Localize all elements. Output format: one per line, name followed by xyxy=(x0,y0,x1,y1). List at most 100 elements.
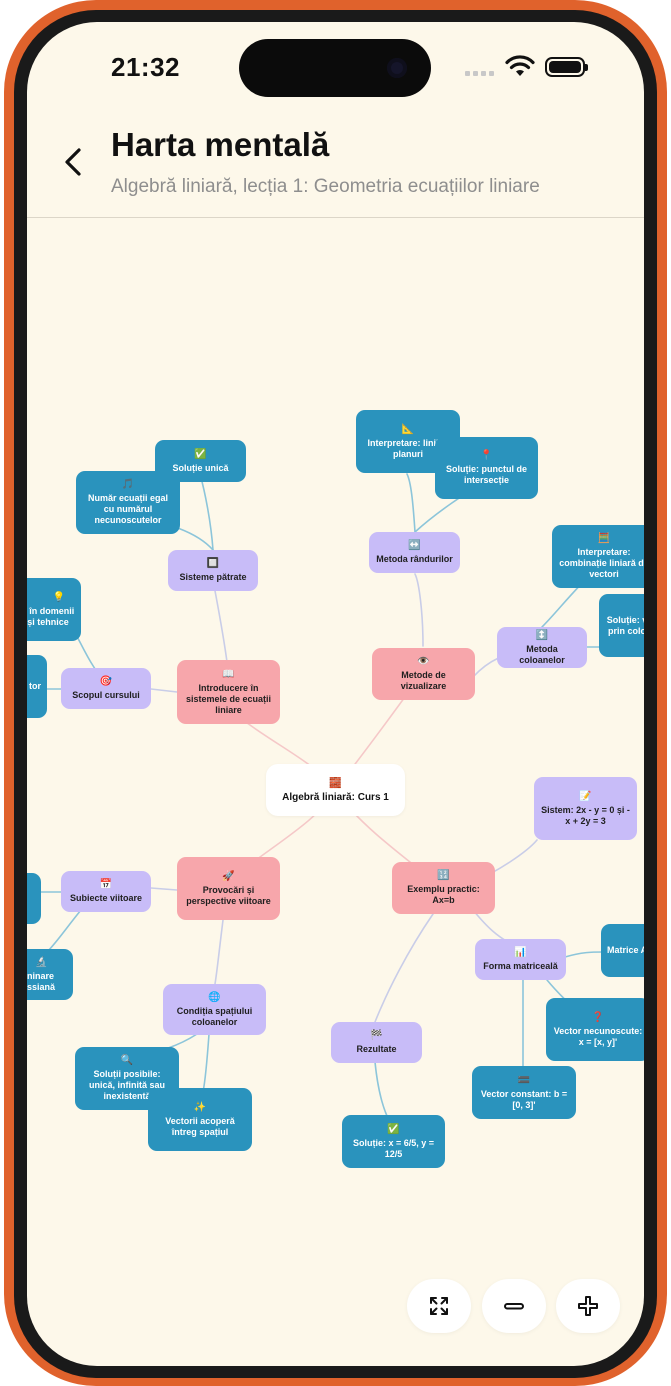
edge-sisteme-solutie xyxy=(199,473,214,551)
node-conditia-spatiului[interactable]: 🌐 Condiția spațiului coloanelor xyxy=(163,984,266,1035)
node-label: Metode de vizualizare xyxy=(400,670,447,691)
node-icon: 🎵 xyxy=(121,479,135,490)
node-label: Algebră liniară: Curs 1 xyxy=(282,791,389,803)
node-label: Metoda coloanelor xyxy=(519,643,565,665)
node-label: Subiecte viitoare xyxy=(69,893,143,903)
expand-icon xyxy=(430,1297,448,1315)
dynamic-island xyxy=(239,39,431,97)
node-icon: 📐 xyxy=(401,423,415,435)
node-label: Vector constant: b = [0, 3]' xyxy=(480,1088,568,1110)
node-icon: ❓ xyxy=(591,1011,605,1023)
node-label: Forma matriceală xyxy=(483,961,558,971)
node-icon: 🧮 xyxy=(597,533,611,544)
node-icon: 🟰 xyxy=(517,1074,531,1086)
node-vector-necunoscute[interactable]: ❓ Vector necunoscute: x = [x, y]' xyxy=(546,998,644,1061)
page-title: Harta mentală xyxy=(111,126,330,163)
node-icon: 🚀 xyxy=(222,870,235,882)
zoom-in-button[interactable] xyxy=(556,1279,620,1333)
node-rezultate[interactable]: 🏁 Rezultate xyxy=(331,1022,422,1063)
node-sistem[interactable]: 📝 Sistem: 2x - y = 0 și -x + 2y = 3 xyxy=(534,777,637,840)
status-time: 21:32 xyxy=(111,52,180,82)
edge-rezultate-solutie xyxy=(374,1061,388,1117)
node-solutie-finala[interactable]: ✅ Soluție: x = 6/5, y = 12/5 xyxy=(342,1115,445,1168)
node-cut-tor[interactable]: tor xyxy=(27,655,47,718)
camera-icon xyxy=(387,58,407,78)
edge-conditia-vectorii xyxy=(202,1033,210,1093)
node-icon: 📝 xyxy=(579,790,592,802)
node-label: Soluții posibile: unică, infinită sau in… xyxy=(88,1069,165,1101)
node-icon: ✅ xyxy=(194,448,207,460)
node-forma-matriceala[interactable]: 📊 Forma matriceală xyxy=(475,939,566,980)
node-icon: 📍 xyxy=(480,450,493,461)
node-cut-ninare[interactable]: 🔬 ninare ssiană xyxy=(27,949,73,1000)
edge-intro-sisteme xyxy=(212,579,228,663)
node-icon: ↔️ xyxy=(408,540,421,551)
node-label: Introducere în sistemele de ecuații lini… xyxy=(185,682,272,715)
node-label: Soluție: x = 6/5, y = 12/5 xyxy=(352,1137,435,1159)
node-root[interactable]: 🧱 Algebră liniară: Curs 1 xyxy=(266,764,405,816)
node-icon: ✅ xyxy=(387,1123,400,1135)
screen: 🧱 Algebră liniară: Curs 1 📖 Introducere … xyxy=(27,22,644,1366)
node-sisteme-patrate[interactable]: 🔲 Sisteme pătrate xyxy=(168,550,258,591)
node-icon: 🔬 xyxy=(35,956,48,968)
node-label: Sistem: 2x - y = 0 și -x + 2y = 3 xyxy=(541,804,630,826)
node-cut-subiecte[interactable] xyxy=(27,873,41,924)
node-solutie-punct[interactable]: 📍 Soluție: punctul de intersecție xyxy=(435,437,538,499)
node-label: Interpretare: combinație liniară de vect… xyxy=(559,547,644,579)
node-label: Sisteme pătrate xyxy=(179,572,247,582)
back-button[interactable] xyxy=(57,144,93,180)
node-icon: 💡 xyxy=(52,591,66,603)
node-introducere[interactable]: 📖 Introducere în sistemele de ecuații li… xyxy=(177,660,280,724)
edge-exemplu-rezultate xyxy=(374,913,434,1023)
node-label: Soluție unică xyxy=(172,462,229,473)
node-label: Soluție: v prin colo xyxy=(606,614,644,636)
node-label: Scopul cursului xyxy=(72,690,140,700)
node-vectorii-acopera[interactable]: ✨ Vectorii acoperă întreg spațiul xyxy=(148,1088,252,1151)
node-icon: 👁️ xyxy=(417,656,430,667)
node-label: Exemplu practic: Ax=b xyxy=(407,884,480,905)
node-label: Interpretare: linii și planuri xyxy=(367,437,449,459)
plus-icon xyxy=(578,1296,598,1316)
node-icon: ✨ xyxy=(193,1101,207,1113)
node-solutii-posibile[interactable]: 🔍 Soluții posibile: unică, infinită sau … xyxy=(75,1047,179,1110)
node-label: Rezultate xyxy=(356,1044,397,1054)
node-icon: 🏁 xyxy=(370,1030,383,1041)
node-metoda-coloanelor[interactable]: ↕️ Metoda coloanelor xyxy=(497,627,587,668)
node-label: Matrice A xyxy=(607,945,644,955)
node-label: ninare ssiană xyxy=(27,970,56,992)
node-subiecte-viitoare[interactable]: 📅 Subiecte viitoare xyxy=(61,871,151,912)
node-interpretare-combinatie[interactable]: 🧮 Interpretare: combinație liniară de ve… xyxy=(552,525,644,588)
node-label: Metoda rândurilor xyxy=(376,554,453,564)
fit-screen-button[interactable] xyxy=(407,1279,471,1333)
node-exemplu-practic[interactable]: 🔢 Exemplu practic: Ax=b xyxy=(392,862,495,914)
node-icon: 🔍 xyxy=(120,1055,134,1066)
node-icon: 📊 xyxy=(514,947,527,958)
edge-metode-randuri xyxy=(414,573,424,647)
node-solutie-vectori[interactable]: Soluție: v prin colo xyxy=(599,594,644,657)
node-vector-constant[interactable]: 🟰 Vector constant: b = [0, 3]' xyxy=(472,1066,576,1119)
node-icon: 🎯 xyxy=(99,676,113,687)
node-label: Vector necunoscute: x = [x, y]' xyxy=(553,1025,643,1047)
edge-provocari-subiecte xyxy=(150,887,178,891)
node-icon: 🌐 xyxy=(208,991,221,1003)
node-label: Provocări și perspective viitoare xyxy=(186,884,271,906)
node-icon: 📖 xyxy=(222,668,235,680)
edge-subiecte-ninare xyxy=(46,909,82,953)
node-solutie-unica[interactable]: ✅ Soluție unică xyxy=(155,440,246,482)
node-icon: 🔲 xyxy=(206,558,220,569)
node-aplicatii[interactable]: 💡 a în domenii și tehnice xyxy=(27,578,81,641)
node-metoda-randurilor[interactable]: ↔️ Metoda rândurilor xyxy=(369,532,460,573)
edge-forma-matrice xyxy=(564,951,604,958)
node-label: Soluție: punctul de intersecție xyxy=(446,464,527,485)
node-metode-vizualizare[interactable]: 👁️ Metode de vizualizare xyxy=(372,648,475,700)
node-label: tor xyxy=(29,681,41,691)
cellular-signal-icon xyxy=(465,71,494,76)
node-scopul-cursului[interactable]: 🎯 Scopul cursului xyxy=(61,668,151,709)
edge-intro-scopul xyxy=(150,688,178,693)
node-icon: 🧱 xyxy=(329,777,342,789)
node-matrice[interactable]: Matrice A xyxy=(601,924,644,977)
node-provocari[interactable]: 🚀 Provocări și perspective viitoare xyxy=(177,857,280,920)
zoom-out-button[interactable] xyxy=(482,1279,546,1333)
node-icon: 🔢 xyxy=(437,870,450,881)
wifi-icon xyxy=(505,55,535,76)
